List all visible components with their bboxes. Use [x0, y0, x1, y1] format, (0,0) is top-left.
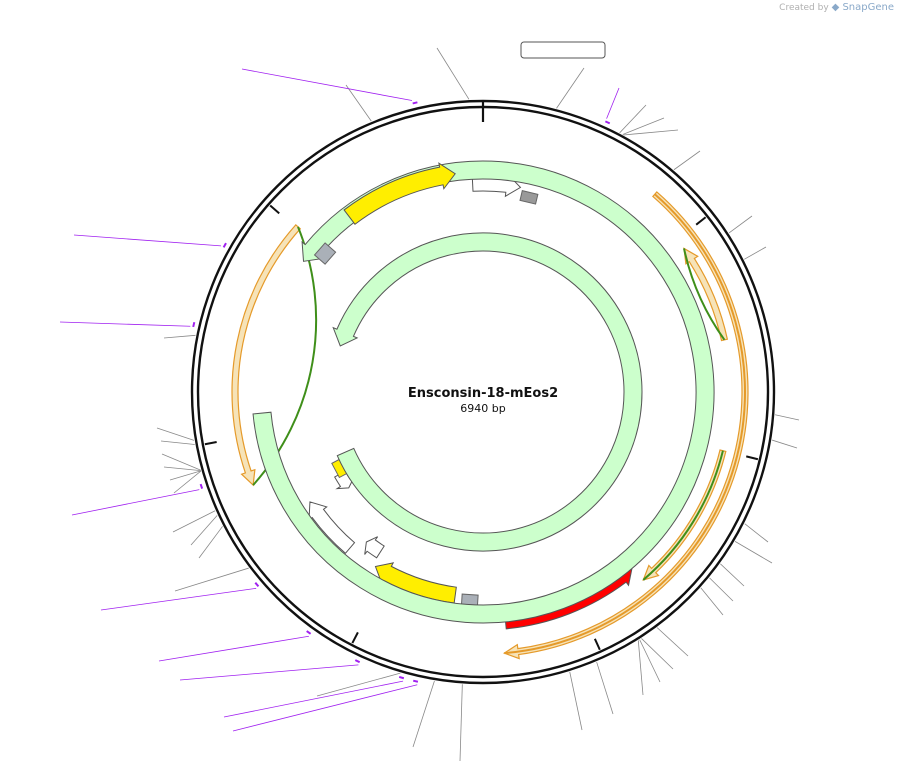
- orf-line: [683, 248, 726, 341]
- feature-arrow: [252, 160, 715, 624]
- orf-line: [642, 450, 724, 581]
- enzyme-leader-line: [728, 215, 753, 234]
- enzyme-leader-line: [569, 671, 583, 731]
- primer-mark: [254, 582, 260, 588]
- feature-arrow: [364, 536, 385, 559]
- tick-mark: [746, 455, 759, 461]
- enzyme-leader-line: [622, 117, 665, 135]
- enzyme-leader-line: [639, 639, 661, 683]
- enzyme-leader-line: [623, 129, 679, 136]
- primer-mark: [604, 120, 611, 125]
- plasmid-size: 6940 bp: [460, 402, 505, 415]
- enzyme-leader-line: [169, 470, 201, 481]
- enzyme-leader-line: [709, 577, 734, 602]
- enzyme-leader-line: [637, 640, 644, 696]
- primer-mark: [412, 679, 419, 683]
- feature-box: [313, 242, 337, 265]
- enzyme-leader-line: [619, 104, 647, 134]
- enzyme-leader-line: [172, 510, 216, 533]
- tick-mark: [204, 441, 217, 446]
- label-layer: [59, 41, 800, 762]
- enzyme-leader-line: [412, 680, 435, 748]
- primer-leader-line: [73, 234, 222, 247]
- primer-mark: [222, 242, 227, 248]
- enzyme-leader-line: [173, 470, 202, 494]
- primer-leader-line: [232, 684, 418, 732]
- tick-mark: [269, 204, 280, 215]
- primer-leader-line: [100, 587, 257, 611]
- enzyme-leader-line: [771, 439, 798, 449]
- enzyme-leader-line: [656, 627, 689, 657]
- enzyme-leader-line: [174, 567, 249, 592]
- enzyme-leader-line: [556, 67, 585, 109]
- primer-mark: [398, 675, 405, 680]
- enzyme-leader-line: [163, 334, 196, 339]
- orf-band: [502, 191, 749, 660]
- primer-leader-line: [59, 321, 191, 327]
- orf-band: [642, 449, 727, 581]
- enzyme-leader-line: [641, 638, 674, 670]
- credit-brand: SnapGene: [842, 2, 894, 13]
- enzyme-leader-line: [160, 440, 195, 445]
- orf-line: [504, 193, 746, 655]
- enzyme-leader-line: [459, 684, 463, 762]
- enzyme-leader-line: [436, 47, 470, 100]
- enzyme-leader-line: [156, 427, 195, 441]
- enzyme-leader-line: [720, 563, 745, 587]
- orf-band: [231, 223, 302, 487]
- primer-leader-line: [241, 68, 413, 101]
- enzyme-leader-line: [161, 453, 201, 471]
- tick-mark: [593, 638, 601, 651]
- primer-mark: [354, 659, 361, 664]
- enzyme-leader-line: [345, 84, 372, 122]
- enzyme-leader-line: [198, 526, 223, 559]
- primer-mark: [306, 630, 312, 635]
- primer-leader-line: [606, 87, 620, 119]
- enzyme-leader-line: [596, 661, 614, 715]
- primer-mark: [412, 101, 418, 105]
- enzyme-leader-line: [316, 672, 401, 697]
- primer-mark: [199, 483, 204, 489]
- feature-label-box: [520, 41, 606, 59]
- primer-leader-line: [71, 489, 200, 516]
- feature-arrow: [308, 501, 356, 555]
- credit-prefix: Created by: [779, 3, 829, 13]
- enzyme-leader-line: [673, 150, 701, 171]
- enzyme-leader-line: [700, 587, 724, 616]
- primer-leader-line: [223, 680, 404, 718]
- enzyme-leader-line: [163, 466, 201, 472]
- enzyme-leader-line: [734, 541, 773, 564]
- feature-layer: [252, 160, 715, 630]
- enzyme-leader-line: [775, 414, 800, 421]
- primer-leader-line: [179, 664, 359, 681]
- feature-box: [519, 190, 539, 205]
- enzyme-leader-line: [190, 515, 218, 546]
- tick-mark: [695, 216, 707, 226]
- enzyme-leader-line: [744, 246, 767, 260]
- feature-arrow: [343, 162, 456, 225]
- feature-arrow: [332, 232, 643, 552]
- enzyme-leader-line: [744, 523, 769, 543]
- primer-leader-line: [158, 635, 309, 662]
- orf-band: [683, 247, 729, 342]
- plasmid-name: Ensconsin-18-mEos2: [408, 386, 558, 401]
- tick-mark: [351, 631, 359, 644]
- tick-layer: [204, 100, 759, 651]
- primer-mark: [192, 321, 196, 328]
- snapgene-logo: ◆ SnapGene: [831, 2, 894, 13]
- snapgene-credit: Created by ◆ SnapGene: [779, 2, 894, 13]
